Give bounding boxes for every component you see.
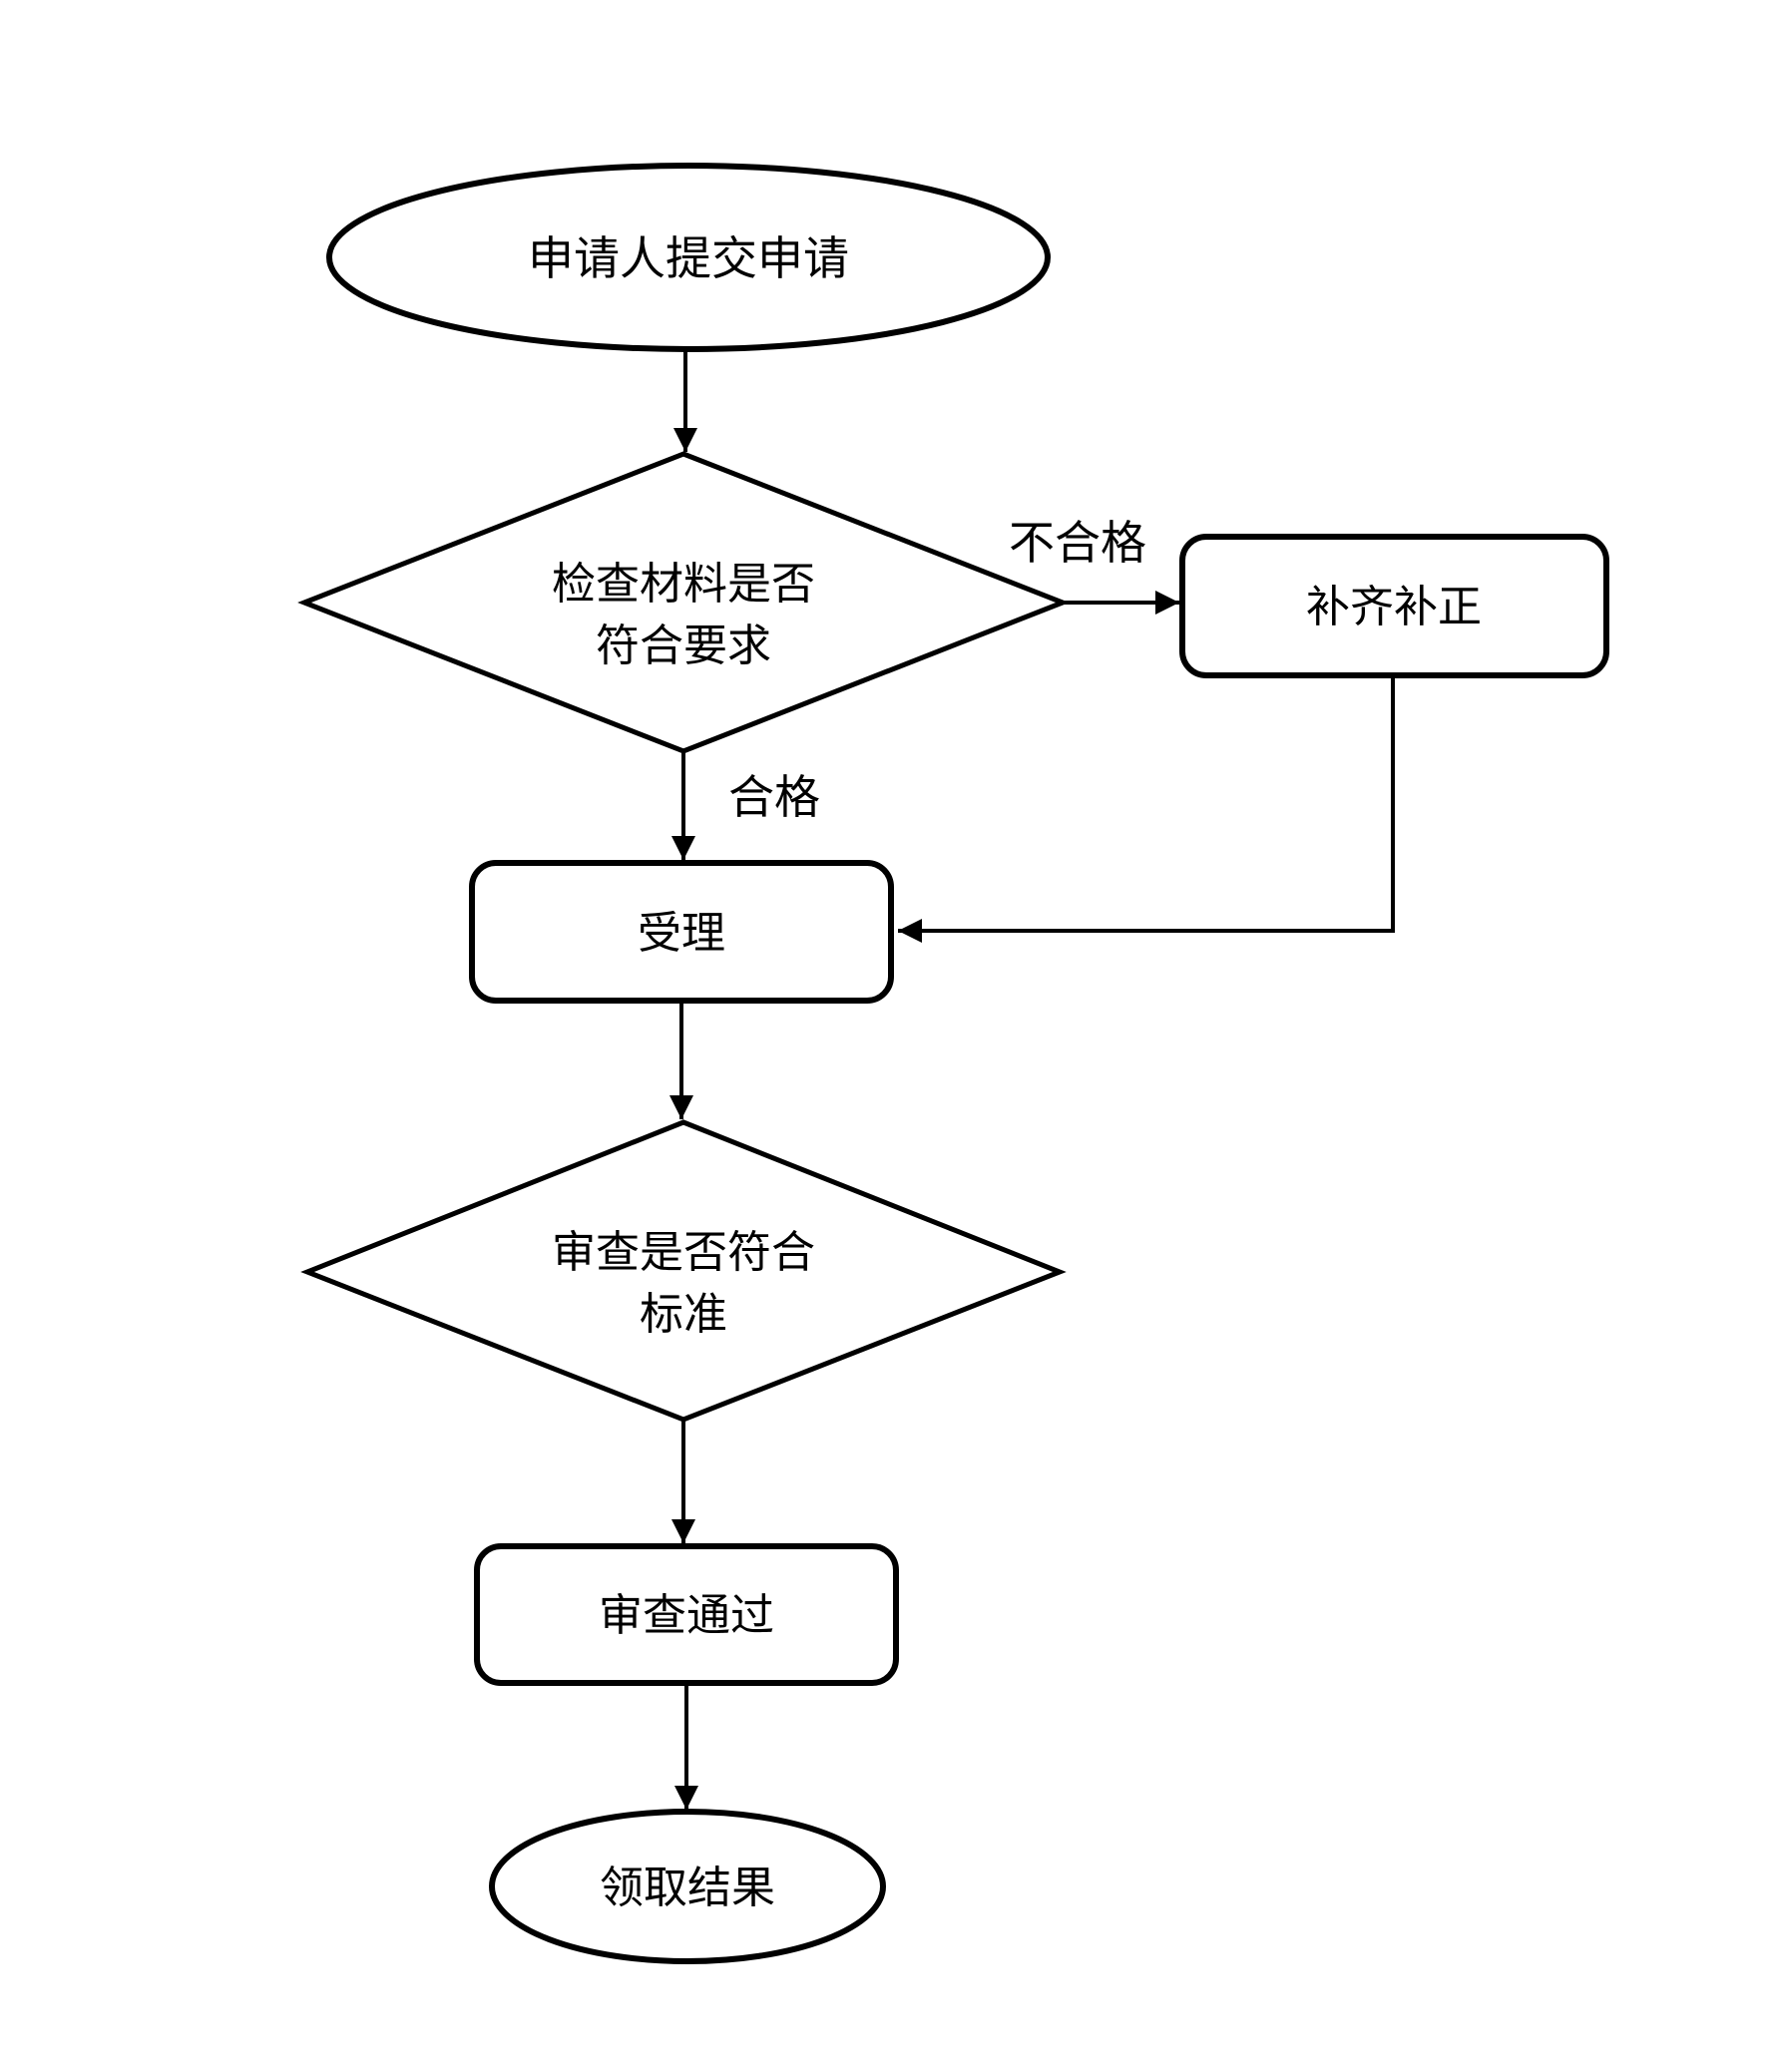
check-decision-node: 检查材料是否 符合要求 — [297, 451, 1070, 754]
arrow-supplement-to-accept — [898, 675, 1395, 943]
start-node: 申请人提交申请 — [326, 163, 1051, 352]
end-node: 领取结果 — [489, 1809, 886, 1964]
supplement-label: 补齐补正 — [1306, 582, 1482, 632]
start-ellipse — [326, 163, 1051, 352]
check-decision-label-line1: 检查材料是否 — [552, 559, 815, 610]
start-label: 申请人提交申请 — [528, 231, 849, 285]
approved-label: 审查通过 — [599, 1590, 774, 1641]
fail-edge-label: 不合格 — [1009, 516, 1146, 570]
approved-node: 审查通过 — [474, 1543, 899, 1686]
pass-edge-label: 合格 — [728, 770, 820, 824]
check-decision-label-line2: 符合要求 — [596, 621, 771, 671]
accept-node: 受理 — [469, 860, 894, 1004]
review-decision-node: 审查是否符合 标准 — [300, 1119, 1067, 1423]
accept-label: 受理 — [638, 908, 725, 959]
end-ellipse — [489, 1809, 886, 1964]
supplement-node: 补齐补正 — [1179, 534, 1609, 678]
review-decision-label-line1: 审查是否符合 — [552, 1227, 815, 1278]
end-label: 领取结果 — [600, 1863, 775, 1913]
check-decision-diamond — [297, 451, 1070, 754]
review-decision-label-line2: 标准 — [640, 1289, 727, 1340]
